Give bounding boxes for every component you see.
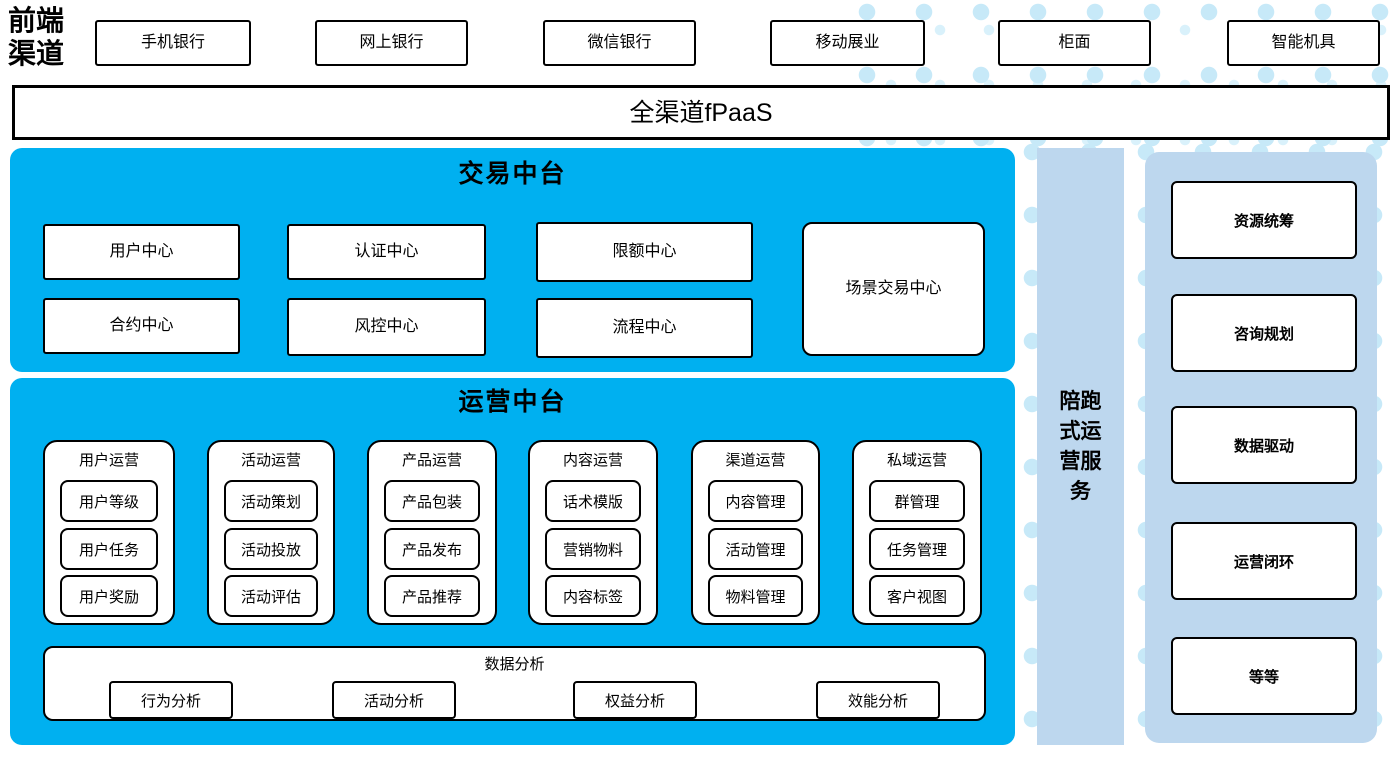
ops-column-header: 渠道运营 [725,452,786,469]
ops-column-product-ops: 产品运营 产品包装 产品发布 产品推荐 [367,440,497,625]
front-channels-label-line2: 渠道 [8,37,65,70]
channel-box-wechat-banking: 微信银行 [543,20,696,66]
analysis-item-box: 行为分析 [109,681,233,719]
ops-column-content-ops: 内容运营 话术模版 营销物料 内容标签 [528,440,658,625]
channel-box-counter: 柜面 [998,20,1151,66]
ops-item-box: 内容标签 [545,575,641,617]
analysis-item-box: 效能分析 [816,681,940,719]
ops-column-private-domain-ops: 私域运营 群管理 任务管理 客户视图 [852,440,982,625]
ops-item-box: 活动评估 [224,575,318,617]
ops-column-header: 用户运营 [78,452,139,469]
data-analysis-title: 数据分析 [484,656,545,673]
ops-column-user-ops: 用户运营 用户等级 用户任务 用户奖励 [43,440,175,625]
channel-box-smart-devices: 智能机具 [1227,20,1380,66]
trade-box-process-center: 流程中心 [536,298,753,358]
ops-item-box: 客户视图 [869,575,965,617]
analysis-item-box: 活动分析 [332,681,456,719]
fpaas-bar: 全渠道fPaaS [12,85,1390,140]
ops-item-box: 活动投放 [224,528,318,570]
ops-item-box: 营销物料 [545,528,641,570]
ops-item-box: 用户等级 [60,480,158,522]
ops-platform-panel: 运营中台 用户运营 用户等级 用户任务 用户奖励 活动运营 活动策划 活动投放 … [10,378,1015,745]
ops-item-box: 用户奖励 [60,575,158,617]
ops-item-box: 产品推荐 [384,575,480,617]
trade-box-contract-center: 合约中心 [43,298,240,354]
ops-column-header: 私域运营 [886,452,947,469]
service-box-resource-planning: 资源统筹 [1171,181,1357,259]
trade-box-user-center: 用户中心 [43,224,240,280]
ops-column-header: 产品运营 [401,452,462,469]
companion-service-label: 陪跑式运营服务 [1059,389,1102,503]
ops-item-box: 产品包装 [384,480,480,522]
trade-box-risk-center: 风控中心 [287,298,486,356]
front-channels-label: 前端 渠道 [8,4,92,70]
channel-box-mobile-banking: 手机银行 [95,20,251,66]
service-box-etc: 等等 [1171,637,1357,715]
ops-platform-title: 运营中台 [458,388,567,416]
service-box-consulting-planning: 咨询规划 [1171,294,1357,372]
companion-service-bar: 陪跑式运营服务 [1037,148,1124,745]
trade-box-auth-center: 认证中心 [287,224,486,280]
trade-box-limit-center: 限额中心 [536,222,753,282]
trade-platform-panel: 交易中台 用户中心 认证中心 限额中心 场景交易中心 合约中心 风控中心 流程中… [10,148,1015,372]
analysis-item-box: 权益分析 [573,681,697,719]
service-box-ops-closed-loop: 运营闭环 [1171,522,1357,600]
trade-platform-title: 交易中台 [458,160,567,188]
data-analysis-group: 数据分析 行为分析 活动分析 权益分析 效能分析 [43,646,986,721]
ops-item-box: 活动管理 [708,528,803,570]
channel-box-online-banking: 网上银行 [315,20,468,66]
service-box-data-driven: 数据驱动 [1171,406,1357,484]
ops-column-header: 内容运营 [562,452,623,469]
right-services-panel: 资源统筹 咨询规划 数据驱动 运营闭环 等等 [1145,152,1377,743]
front-channels-label-line1: 前端 [8,4,65,37]
ops-column-activity-ops: 活动运营 活动策划 活动投放 活动评估 [207,440,335,625]
ops-item-box: 用户任务 [60,528,158,570]
ops-item-box: 内容管理 [708,480,803,522]
ops-column-header: 活动运营 [240,452,301,469]
ops-column-channel-ops: 渠道运营 内容管理 活动管理 物料管理 [691,440,820,625]
ops-item-box: 产品发布 [384,528,480,570]
ops-item-box: 话术模版 [545,480,641,522]
ops-item-box: 活动策划 [224,480,318,522]
ops-item-box: 群管理 [869,480,965,522]
channel-box-mobile-marketing: 移动展业 [770,20,925,66]
trade-box-scene-trade-center: 场景交易中心 [802,222,985,356]
ops-item-box: 物料管理 [708,575,803,617]
ops-item-box: 任务管理 [869,528,965,570]
